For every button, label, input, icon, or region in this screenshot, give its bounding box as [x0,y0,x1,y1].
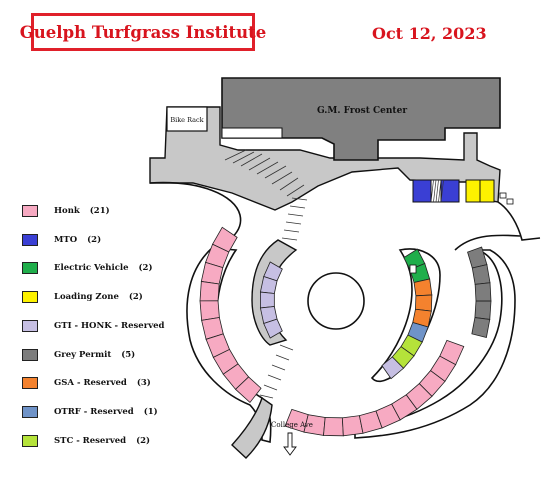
legend-item: MTO (2) [22,233,101,247]
legend-count: (1) [143,406,158,417]
legend-label: MTO [54,234,78,245]
mto-stall [412,179,432,203]
legend-item: GTI - HONK - Reserved [22,319,164,333]
legend-label: Honk [54,206,80,216]
electric-vehicle-swatch [22,262,38,275]
right-outer-island [354,249,516,439]
legend-label: STC - Reserved [54,435,127,446]
bike-rack-label: Bike Rack [170,116,203,124]
legend-item: Honk (21) [22,204,110,218]
honk-stall [199,300,220,321]
honk-stall [323,417,344,437]
mto-swatch [22,233,38,246]
gm-frost-center-building [221,77,501,161]
legend-label: OTRF - Reserved [54,406,134,417]
legend-count: (2) [87,234,102,245]
legend-count: (21) [89,206,110,216]
page-title: Guelph Turfgrass Institute [20,13,266,51]
honk-swatch [22,205,38,217]
legend-item: Loading Zone (2) [22,290,143,304]
road-edge-right [497,201,541,241]
bike-rack-box [166,106,208,132]
legend-count: (3) [136,378,151,389]
gti-honk-swatch [22,319,38,332]
hatch-line [440,179,444,203]
honk-stall [439,339,465,366]
traffic-circle [307,272,365,330]
hatch-line [430,179,434,203]
gti-honk-stall [263,318,283,339]
honk-stall [199,281,220,302]
legend-count: (2) [138,263,153,274]
legend-item: STC - Reserved (2) [22,434,150,448]
legend-count: (5) [121,349,136,360]
honk-stall [234,376,262,404]
marker-square [409,264,417,274]
road-edge-right-2 [454,234,521,251]
marker-square [506,198,514,205]
legend-item: Grey Permit (5) [22,348,135,362]
map-date: Oct 12, 2023 [372,24,487,43]
crosswalk-hatch [224,149,308,399]
legend-label: GTI - HONK - Reserved [54,320,165,331]
stc-swatch [22,434,38,447]
mto-stall [440,179,460,203]
legend-label: GSA - Reserved [54,378,127,389]
grey-permit-swatch [22,348,38,361]
legend-label: Electric Vehicle [54,263,129,274]
grey-permit-stall [471,264,491,285]
marker-square [499,192,507,199]
loading-zone-stall [465,179,481,203]
legend-item: OTRF - Reserved (1) [22,405,158,419]
building-courtyard [221,127,283,139]
south-road [231,396,273,459]
parking-stalls [199,179,495,437]
college-ave-label: College Ave [271,421,313,429]
loading-zone-stall [479,179,495,203]
building-label: G.M. Frost Center [317,106,407,116]
gsa-swatch [22,377,38,390]
grey-permit-stall [474,300,492,320]
otrf-swatch [22,405,38,418]
hatch-line [438,179,442,203]
hatch-line [435,179,439,203]
reserved-stall [413,278,433,297]
reserved-stall [415,294,433,312]
legend-count: (2) [136,435,151,446]
arrow-down-icon [283,432,297,456]
legend-count: (2) [128,292,143,303]
legend-item: Electric Vehicle (2) [22,261,152,275]
legend-label: Grey Permit [54,349,112,360]
legend-label: Loading Zone [54,292,119,303]
loading-zone-swatch [22,291,38,304]
reserved-stall [381,356,405,380]
grey-permit-stall [474,282,492,302]
hatch-line [433,179,437,203]
grey-permit-stall [471,317,491,338]
legend-item: GSA - Reserved (3) [22,376,151,390]
gti-honk-stall [260,291,275,309]
